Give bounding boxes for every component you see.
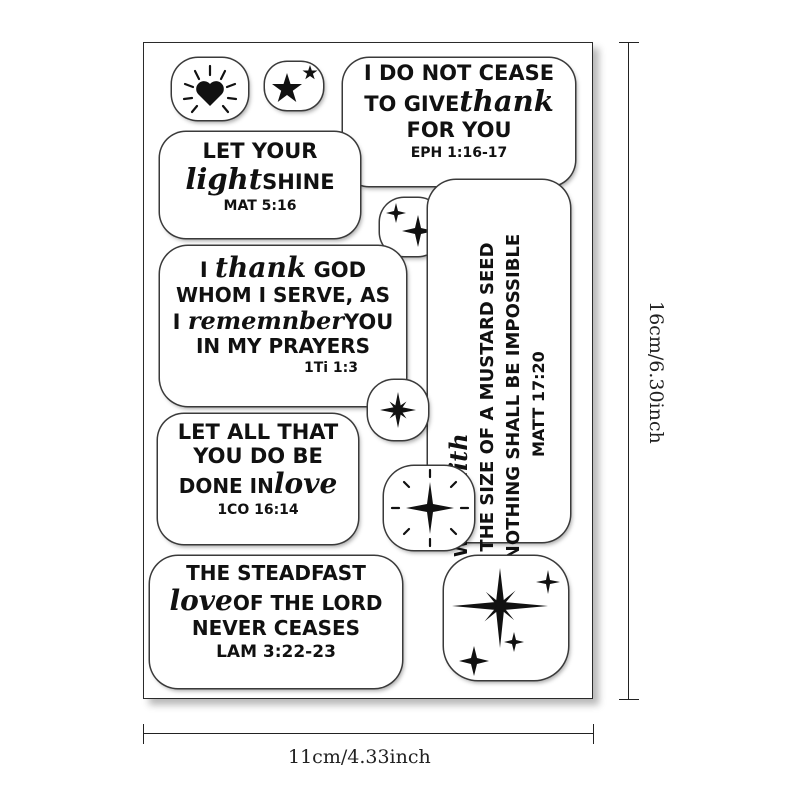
lam-line2b: OF THE LORD bbox=[232, 591, 383, 615]
lam-stamp: THE STEADFAST loveOF THE LORD NEVER CEAS… bbox=[150, 562, 402, 666]
matt-col4: MATT 17:20 bbox=[529, 351, 548, 457]
lam-line1: THE STEADFAST bbox=[186, 561, 366, 585]
cor-line2: YOU DO BE bbox=[193, 444, 323, 469]
eph-line2a: TO GIVE bbox=[364, 92, 460, 117]
eph-stamp: I DO NOT CEASE TO GIVEthank FOR YOU EPH … bbox=[343, 61, 575, 164]
mat-stamp-backing bbox=[160, 132, 360, 238]
lam-line3: NEVER CEASES bbox=[191, 616, 361, 641]
eph-line2b: thank bbox=[459, 84, 554, 119]
cor-ref: 1CO 16:14 bbox=[217, 502, 299, 519]
mat-stamp: LET YOUR lightSHINE MAT 5:16 bbox=[160, 139, 360, 217]
cor-line3b: love bbox=[273, 467, 338, 501]
matt-col3: NOTHING SHALL BE IMPOSSIBLE bbox=[503, 233, 524, 561]
tim-line2: WHOM I SERVE, AS bbox=[175, 283, 391, 308]
height-dimension-label: 16cm/6.30inch bbox=[645, 301, 667, 444]
cor-stamp: LET ALL THAT YOU DO BE DONE INlove 1CO 1… bbox=[158, 420, 358, 521]
width-dimension-label: 11cm/4.33inch bbox=[288, 746, 431, 768]
starburst-icon bbox=[390, 468, 470, 548]
eph-stamp-backing bbox=[343, 58, 575, 186]
two-stars-icon bbox=[272, 65, 318, 102]
lam-stamp-backing bbox=[150, 556, 402, 688]
mat-line1: LET YOUR bbox=[202, 139, 318, 163]
star-cluster-icon bbox=[452, 568, 560, 676]
matt-col2: THE SIZE OF A MUSTARD SEED bbox=[477, 242, 498, 552]
mat-ref: MAT 5:16 bbox=[223, 198, 297, 215]
eph-ref: EPH 1:16-17 bbox=[410, 144, 508, 161]
tim-line3c: YOU bbox=[343, 310, 394, 335]
tim-line4: IN MY PRAYERS bbox=[195, 333, 371, 358]
eph-line1: I DO NOT CEASE bbox=[363, 61, 555, 85]
eph-line3: FOR YOU bbox=[406, 118, 512, 143]
height-dimension-line bbox=[619, 42, 639, 700]
lam-line2a: love bbox=[169, 584, 233, 617]
tim-line3b: rememnber bbox=[187, 306, 344, 336]
tim-line1a: I bbox=[199, 258, 208, 282]
sparkle-icon bbox=[380, 392, 416, 428]
mat-line2b: SHINE bbox=[262, 170, 335, 195]
tim-stamp: I thank GOD WHOM I SERVE, AS I rememnber… bbox=[160, 251, 406, 379]
cor-line3a: DONE IN bbox=[178, 474, 274, 499]
tim-line1c: GOD bbox=[313, 258, 367, 282]
tim-stamp-backing bbox=[160, 246, 406, 406]
tim-ref: 1Ti 1:3 bbox=[303, 359, 358, 376]
lam-ref: LAM 3:22-23 bbox=[216, 642, 336, 663]
small-sparkles-icon bbox=[386, 203, 434, 247]
heart-rays-icon bbox=[182, 64, 238, 114]
tim-line3a: I bbox=[172, 310, 181, 335]
mat-line2a: light bbox=[185, 162, 263, 197]
width-dimension-line bbox=[143, 724, 594, 744]
cor-stamp-backing bbox=[158, 414, 358, 544]
cor-line1: LET ALL THAT bbox=[177, 420, 339, 444]
tim-line1b: thank bbox=[215, 251, 307, 284]
